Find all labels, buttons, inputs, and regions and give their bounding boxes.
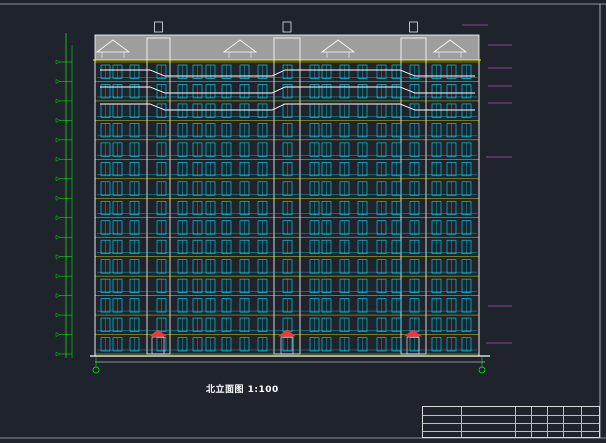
right-annotations [462,24,512,344]
level-marker [55,234,61,240]
stair-tower [146,37,171,355]
entrance-canopy [278,329,296,337]
level-marks [55,59,72,357]
chimney [409,21,418,33]
roof-gable [222,39,258,53]
level-marker [55,351,61,357]
window-grid [97,64,477,352]
level-marker [55,254,61,259]
balcony-band [100,103,475,111]
stair-tower [400,37,427,355]
level-marker [55,273,61,279]
roof-gables [95,39,468,58]
entrance-canopy [404,329,422,337]
floor-lines [95,61,479,355]
roof-gable [432,39,468,53]
level-marker [55,137,61,143]
axis-bubble-right [478,366,486,374]
stair-tower [273,37,301,355]
entrance-door [406,336,420,355]
entrance-doors [149,329,422,355]
level-marker [55,118,61,123]
roof-gable [95,39,131,53]
level-marker [55,293,61,298]
balcony-band [100,86,475,94]
title-block [422,406,600,438]
drawing-title: 北立面图 1:100 [206,385,279,395]
roof-parapet [94,34,480,61]
axis-bubble-left [92,366,100,374]
level-marker [55,157,61,162]
entrance-canopy [149,329,167,337]
entrance-door [280,336,294,355]
balcony-band [100,69,475,77]
roof-gable [320,39,356,53]
level-marker [55,195,61,201]
level-marker [55,79,61,84]
level-marker [55,332,61,337]
level-marker [55,98,61,104]
chimney [282,21,292,33]
stair-towers [146,21,427,355]
level-marker [55,215,61,221]
chimney [154,21,163,33]
entrance-door [151,336,165,355]
level-marker [55,176,61,182]
level-marker [55,312,61,318]
level-marker [55,59,61,65]
